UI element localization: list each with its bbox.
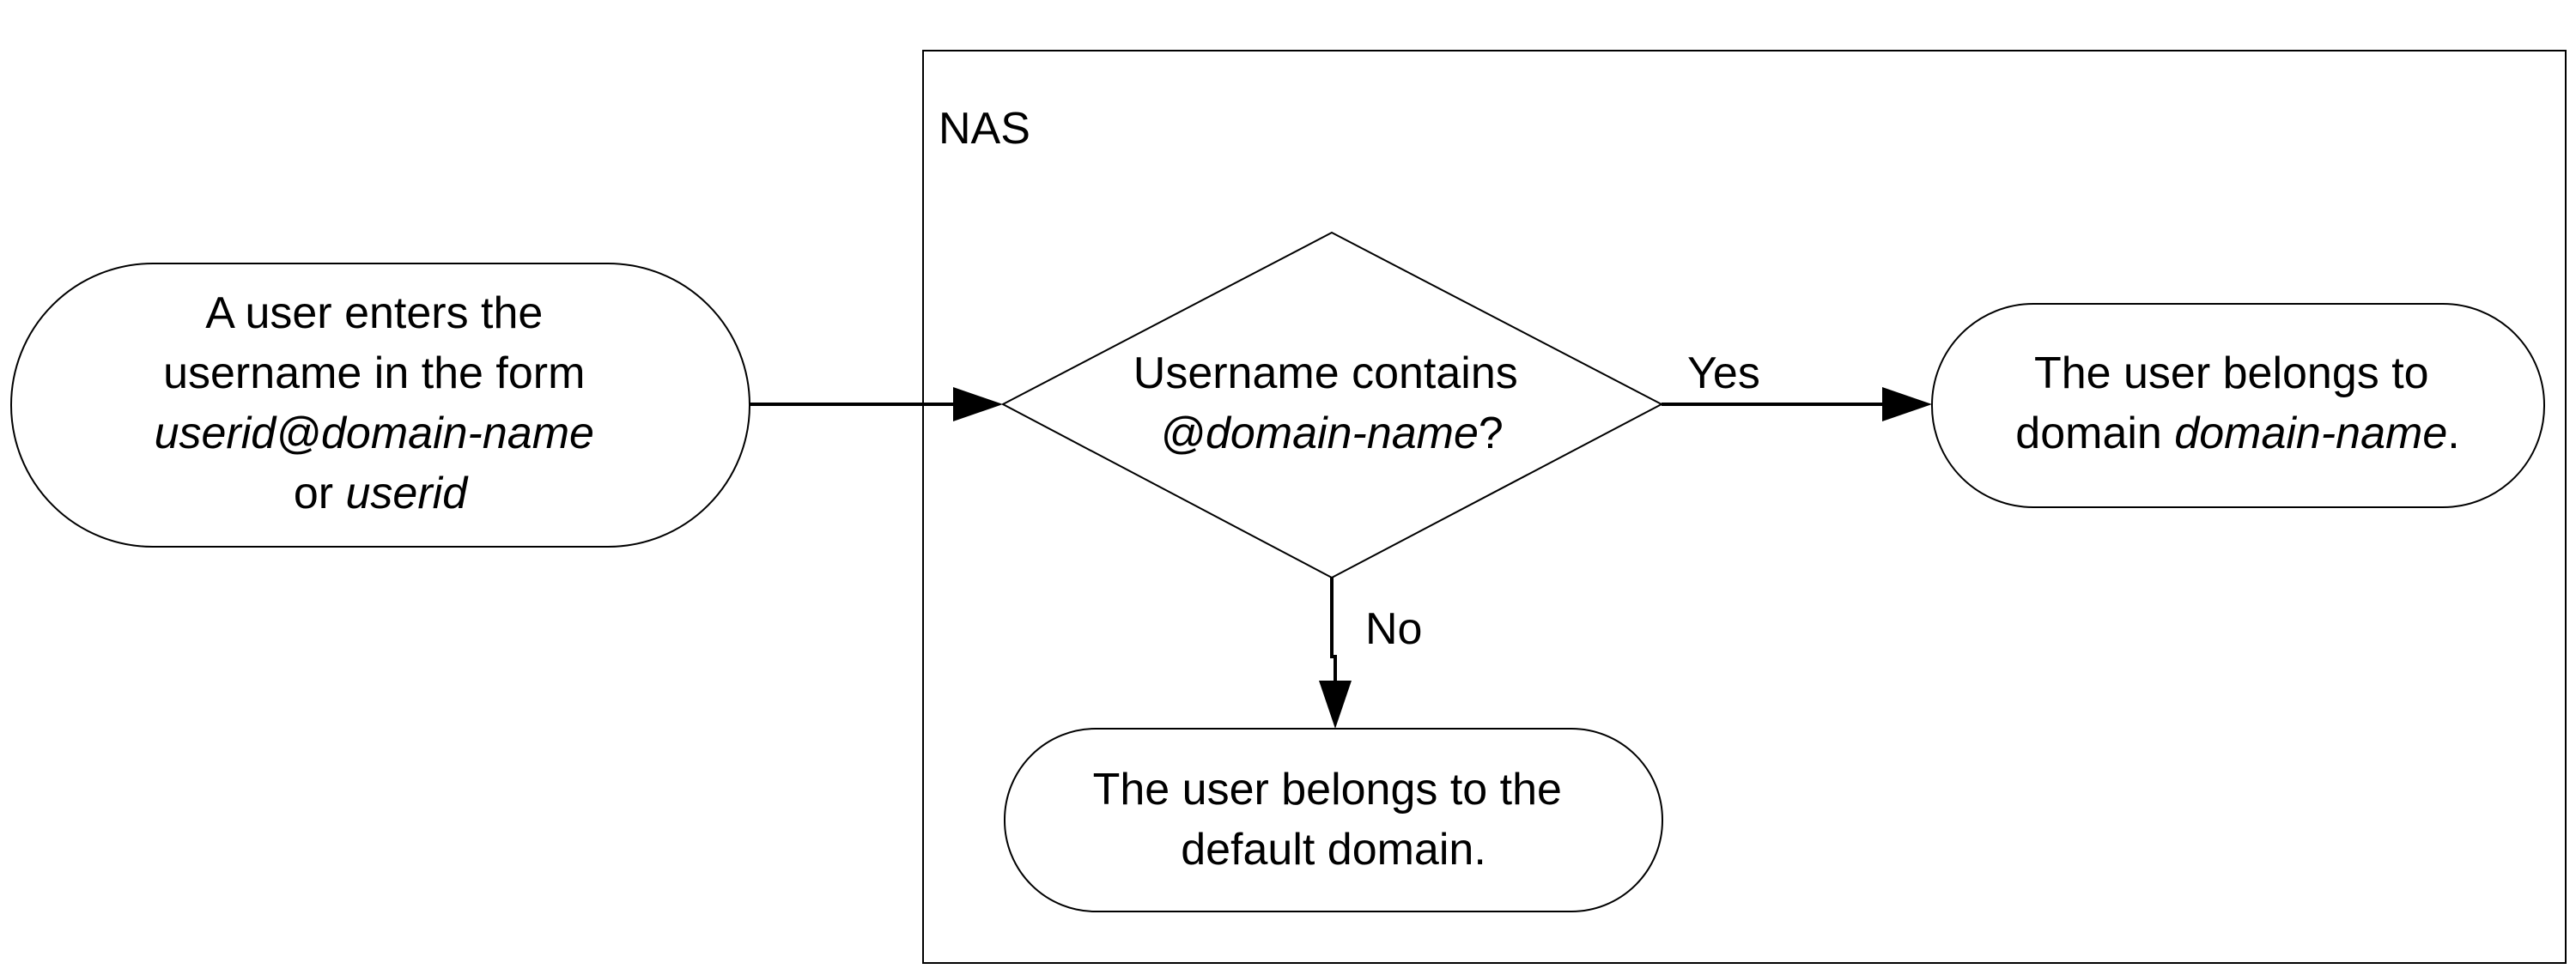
start-to-decision-arrowhead bbox=[953, 387, 1003, 421]
start-node-line-2: username in the form bbox=[163, 348, 585, 398]
nas-container bbox=[922, 50, 2567, 964]
no-connector bbox=[1330, 578, 1337, 687]
no-result-node bbox=[1004, 728, 1663, 912]
yes-arrowhead bbox=[1882, 387, 1932, 421]
start-node-line-1: A user enters the bbox=[205, 288, 543, 338]
start-node-line-3: userid@domain-name bbox=[155, 409, 594, 458]
decision-line-2-suffix: ? bbox=[1479, 409, 1504, 458]
yes-result-line-2-italic: domain-name bbox=[2174, 409, 2447, 458]
yes-result-line-1: The user belongs to bbox=[2034, 348, 2429, 398]
yes-result-text: The user belongs to domain domain-name. bbox=[2015, 348, 2459, 458]
decision-line-1: Username contains bbox=[1133, 348, 1518, 398]
nas-label: NAS bbox=[939, 104, 1030, 154]
start-node-line-4-italic: userid bbox=[346, 469, 470, 518]
yes-result-line-2: domain domain-name. bbox=[2015, 409, 2459, 458]
yes-result-line-2-prefix: domain bbox=[2015, 409, 2174, 458]
no-result-text: The user belongs to the default domain. bbox=[1093, 765, 1575, 875]
decision-diamond bbox=[1000, 231, 1664, 579]
start-node-text: A user enters the username in the form u… bbox=[155, 288, 607, 518]
yes-result-node bbox=[1931, 303, 2545, 508]
decision-text: Username contains @domain-name? bbox=[1133, 348, 1530, 458]
start-node-line-4: or userid bbox=[294, 469, 469, 518]
decision-line-2-italic: @domain-name bbox=[1160, 409, 1479, 458]
no-label: No bbox=[1365, 604, 1422, 654]
no-result-line-2: default domain. bbox=[1181, 825, 1486, 875]
start-node-line-4-prefix: or bbox=[294, 469, 346, 518]
no-result-line-1: The user belongs to the bbox=[1093, 765, 1562, 815]
no-arrowhead bbox=[1319, 681, 1352, 729]
decision-line-2: @domain-name? bbox=[1160, 409, 1504, 458]
yes-label: Yes bbox=[1687, 348, 1760, 398]
yes-result-line-2-suffix: . bbox=[2447, 409, 2459, 458]
